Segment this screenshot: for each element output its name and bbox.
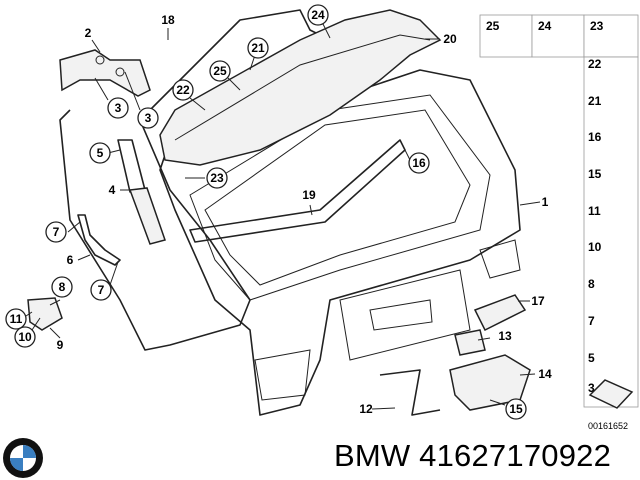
callout-label: 9 xyxy=(57,338,64,352)
kit-label-11: 11 xyxy=(588,204,601,218)
kit-label-22: 22 xyxy=(588,57,602,71)
kit-label-3: 3 xyxy=(588,381,595,395)
direction-arrow-icon xyxy=(588,379,634,409)
callout-label: 19 xyxy=(302,188,316,202)
callout-label: 7 xyxy=(98,283,105,297)
callout-label: 13 xyxy=(498,329,512,343)
kit-label-21: 21 xyxy=(588,94,602,108)
callout-7: 7 xyxy=(45,221,81,243)
kit-label-23: 23 xyxy=(590,19,604,33)
callout-label: 25 xyxy=(213,64,227,78)
callout-15: 15 xyxy=(489,398,527,420)
kit-panel: 25 24 23 22 21 16 15 11 10 8 7 5 3 xyxy=(479,14,639,409)
callout-10: 10 xyxy=(14,317,41,348)
kit-label-7: 7 xyxy=(588,314,595,328)
gas-strut xyxy=(117,139,166,245)
kit-label-15: 15 xyxy=(588,167,602,181)
kit-label-16: 16 xyxy=(588,130,602,144)
callout-label: 3 xyxy=(115,101,122,115)
kit-label-24: 24 xyxy=(538,19,552,33)
callout-label: 21 xyxy=(251,41,265,55)
hinge-assembly xyxy=(59,49,151,97)
callout-label: 24 xyxy=(311,8,325,22)
kit-label-8: 8 xyxy=(588,277,595,291)
callout-1: 1 xyxy=(519,195,549,209)
callouts: 1233456778910111213141516171819202122232… xyxy=(5,4,552,420)
callout-label: 22 xyxy=(176,83,190,97)
callout-2: 2 xyxy=(85,26,101,53)
callout-11: 11 xyxy=(5,308,33,330)
bmw-logo xyxy=(3,438,43,478)
callout-20: 20 xyxy=(425,32,457,46)
callout-19: 19 xyxy=(302,188,316,216)
callout-label: 17 xyxy=(531,294,545,308)
callout-8: 8 xyxy=(49,276,73,306)
handle xyxy=(473,294,527,332)
callout-label: 1 xyxy=(542,195,549,209)
callout-23: 23 xyxy=(185,167,228,189)
callout-label: 5 xyxy=(97,146,104,160)
callout-12: 12 xyxy=(359,402,396,416)
callout-label: 7 xyxy=(53,225,60,239)
kit-label-10: 10 xyxy=(588,240,602,254)
callout-14: 14 xyxy=(519,367,552,381)
callout-label: 14 xyxy=(538,367,552,381)
part-caption: BMW 41627170922 xyxy=(334,438,612,473)
tailgate-outline xyxy=(159,69,521,416)
callout-21: 21 xyxy=(247,37,269,71)
callout-label: 11 xyxy=(10,312,23,326)
callout-label: 18 xyxy=(161,13,175,27)
tailgate-seal xyxy=(59,9,341,351)
callout-label: 12 xyxy=(359,402,373,416)
callout-label: 23 xyxy=(210,171,224,185)
callout-24: 24 xyxy=(307,4,331,39)
callout-18: 18 xyxy=(161,13,175,40)
callout-22: 22 xyxy=(172,79,206,111)
callout-label: 15 xyxy=(509,402,523,416)
callout-label: 20 xyxy=(443,32,457,46)
callout-25: 25 xyxy=(209,60,241,91)
callout-label: 8 xyxy=(59,280,66,294)
callout-6: 6 xyxy=(67,253,91,267)
callout-label: 10 xyxy=(18,330,32,344)
callout-3: 3 xyxy=(94,77,129,119)
kit-label-25: 25 xyxy=(486,19,500,33)
callout-label: 3 xyxy=(145,111,152,125)
callout-4: 4 xyxy=(109,183,130,197)
document-number: 00161652 xyxy=(588,421,629,431)
hinge-bracket xyxy=(77,214,121,266)
callout-7: 7 xyxy=(90,261,119,301)
callout-13: 13 xyxy=(477,329,512,343)
callout-label: 16 xyxy=(412,156,426,170)
lower-hinge xyxy=(27,297,63,331)
kit-label-5: 5 xyxy=(588,351,595,365)
callout-label: 2 xyxy=(85,26,92,40)
callout-9: 9 xyxy=(49,327,64,352)
callout-16: 16 xyxy=(404,149,430,174)
roof-spoiler xyxy=(159,9,442,166)
cover xyxy=(454,329,486,356)
callout-label: 6 xyxy=(67,253,74,267)
cable-assembly xyxy=(379,369,441,416)
callout-17: 17 xyxy=(518,294,545,308)
callout-label: 4 xyxy=(109,183,116,197)
callout-3: 3 xyxy=(124,71,159,129)
callout-5: 5 xyxy=(89,142,121,164)
kit-panel-labels: 25 24 23 22 21 16 15 11 10 8 7 5 3 xyxy=(486,19,604,395)
